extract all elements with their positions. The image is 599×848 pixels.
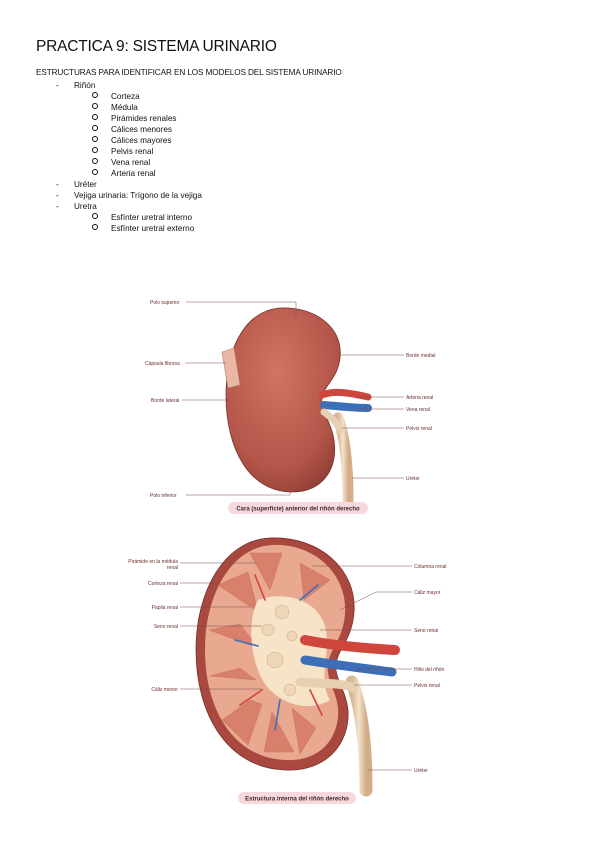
interlobar-vessels bbox=[234, 574, 323, 731]
outline-sublabel: Cálices menores bbox=[111, 125, 172, 134]
renal-vein-shape bbox=[320, 401, 372, 412]
dash-bullet: - bbox=[56, 191, 59, 200]
ureter-shape bbox=[345, 675, 373, 797]
renal-vein-shape bbox=[300, 655, 397, 677]
outline-subitem: Cálices mayores bbox=[92, 135, 172, 146]
page-subtitle: ESTRUCTURAS PARA IDENTIFICAR EN LOS MODE… bbox=[36, 68, 342, 77]
outline-label: Riñón bbox=[74, 81, 96, 90]
outline-item-vejiga: - Vejiga urinaria: Trígono de la vejiga bbox=[56, 190, 202, 201]
outline-subitem: Pirámides renales bbox=[92, 113, 177, 124]
outline-subitem: Cálices menores bbox=[92, 124, 172, 135]
label-caliz-menor: Cáliz menor bbox=[151, 687, 178, 693]
figure2-caption: Estructura interna del riñón derecho bbox=[245, 797, 349, 803]
circle-bullet-icon bbox=[92, 224, 98, 230]
outline-sublabel: Corteza bbox=[111, 92, 140, 101]
label-seno-renal-left: Seno renal bbox=[154, 624, 178, 630]
outline-sublabel: Pirámides renales bbox=[111, 114, 177, 123]
outline-subitem: Corteza bbox=[92, 91, 140, 102]
leader-lines bbox=[182, 301, 404, 496]
renal-artery-shape bbox=[300, 635, 400, 655]
outline-sublabel: Pelvis renal bbox=[111, 147, 154, 156]
outline-label: Uretra bbox=[74, 202, 97, 211]
outline-subitem: Vena renal bbox=[92, 157, 150, 168]
outline-item-ureter: - Uréter bbox=[56, 179, 97, 190]
outline-subitem: Médula bbox=[92, 102, 138, 113]
outline-item-rinon: - Riñón bbox=[56, 80, 95, 91]
outline-sublabel: Arteria renal bbox=[111, 169, 156, 178]
outline-sublabel: Médula bbox=[111, 103, 138, 112]
calyces bbox=[261, 604, 298, 697]
circle-bullet-icon bbox=[92, 136, 98, 142]
figure1-caption: Cara (superficie) anterior del riñón der… bbox=[236, 507, 360, 513]
outline-subitem: Esfínter uretral externo bbox=[92, 223, 194, 234]
circle-bullet-icon bbox=[92, 92, 98, 98]
outline-sublabel: Esfínter uretral externo bbox=[111, 224, 195, 233]
label-hilio: Hilio del riñón bbox=[414, 667, 445, 673]
outline-item-uretra: - Uretra bbox=[56, 201, 97, 212]
label-corteza-renal: Corteza renal bbox=[148, 581, 178, 587]
circle-bullet-icon bbox=[92, 158, 98, 164]
circle-bullet-icon bbox=[92, 169, 98, 175]
label-polo-inferior: Polo inferior bbox=[150, 493, 177, 499]
label-seno-renal-right: Seno renal bbox=[414, 628, 438, 634]
dash-bullet: - bbox=[56, 202, 59, 211]
outline-sublabel: Esfínter uretral interno bbox=[111, 213, 193, 222]
external-kidney-figure: Polo superior Cápsula fibrosa Borde late… bbox=[145, 300, 435, 514]
outline-sublabel: Vena renal bbox=[111, 158, 151, 167]
page-title: PRACTICA 9: SISTEMA URINARIO bbox=[36, 38, 277, 55]
label-piramide-line2: renal bbox=[167, 565, 178, 571]
kidney-surface bbox=[225, 307, 341, 493]
caption-background bbox=[228, 502, 368, 514]
label-ureter: Uréter bbox=[414, 768, 428, 774]
caption-background bbox=[238, 792, 356, 804]
label-ureter: Uréter bbox=[406, 476, 420, 482]
label-caliz-mayor: Cáliz mayor bbox=[414, 590, 441, 596]
circle-bullet-icon bbox=[92, 213, 98, 219]
renal-pelvis-shape bbox=[295, 677, 359, 693]
outline-label: Uréter bbox=[74, 180, 97, 189]
outline-subitem: Esfínter uretral interno bbox=[92, 212, 192, 223]
circle-bullet-icon bbox=[92, 125, 98, 131]
label-papila-renal: Papila renal bbox=[152, 605, 178, 611]
label-polo-superior: Polo superior bbox=[150, 300, 180, 306]
label-pelvis-renal: Pelvis renal bbox=[414, 683, 440, 689]
label-vena-renal: Vena renal bbox=[406, 407, 430, 413]
dash-bullet: - bbox=[56, 180, 59, 189]
renal-artery-shape bbox=[318, 388, 372, 401]
outline-subitem: Arteria renal bbox=[92, 168, 156, 179]
circle-bullet-icon bbox=[92, 103, 98, 109]
internal-kidney-figure: Pirámide en la médula renal Corteza rena… bbox=[128, 537, 447, 804]
label-piramide-line1: Pirámide en la médula bbox=[128, 559, 178, 565]
circle-bullet-icon bbox=[92, 147, 98, 153]
dash-bullet: - bbox=[56, 81, 59, 90]
label-arteria-renal: Arteria renal bbox=[406, 395, 433, 401]
label-capsula-fibrosa: Cápsula fibrosa bbox=[145, 361, 180, 367]
fibrous-capsule-shape bbox=[221, 347, 241, 389]
outline-sublabel: Cálices mayores bbox=[111, 136, 172, 145]
label-columna-renal: Columna renal bbox=[414, 564, 447, 570]
renal-pyramids bbox=[208, 552, 331, 755]
label-pelvis-renal: Pelvis renal bbox=[406, 426, 432, 432]
renal-pelvis-shape bbox=[320, 408, 344, 434]
label-borde-lateral: Borde lateral bbox=[151, 398, 179, 404]
leader-lines bbox=[180, 562, 412, 771]
label-borde-medial: Borde medial bbox=[406, 353, 435, 359]
outline-subitem: Pelvis renal bbox=[92, 146, 153, 157]
circle-bullet-icon bbox=[92, 114, 98, 120]
outline-label: Vejiga urinaria: Trígono de la vejiga bbox=[74, 191, 202, 200]
